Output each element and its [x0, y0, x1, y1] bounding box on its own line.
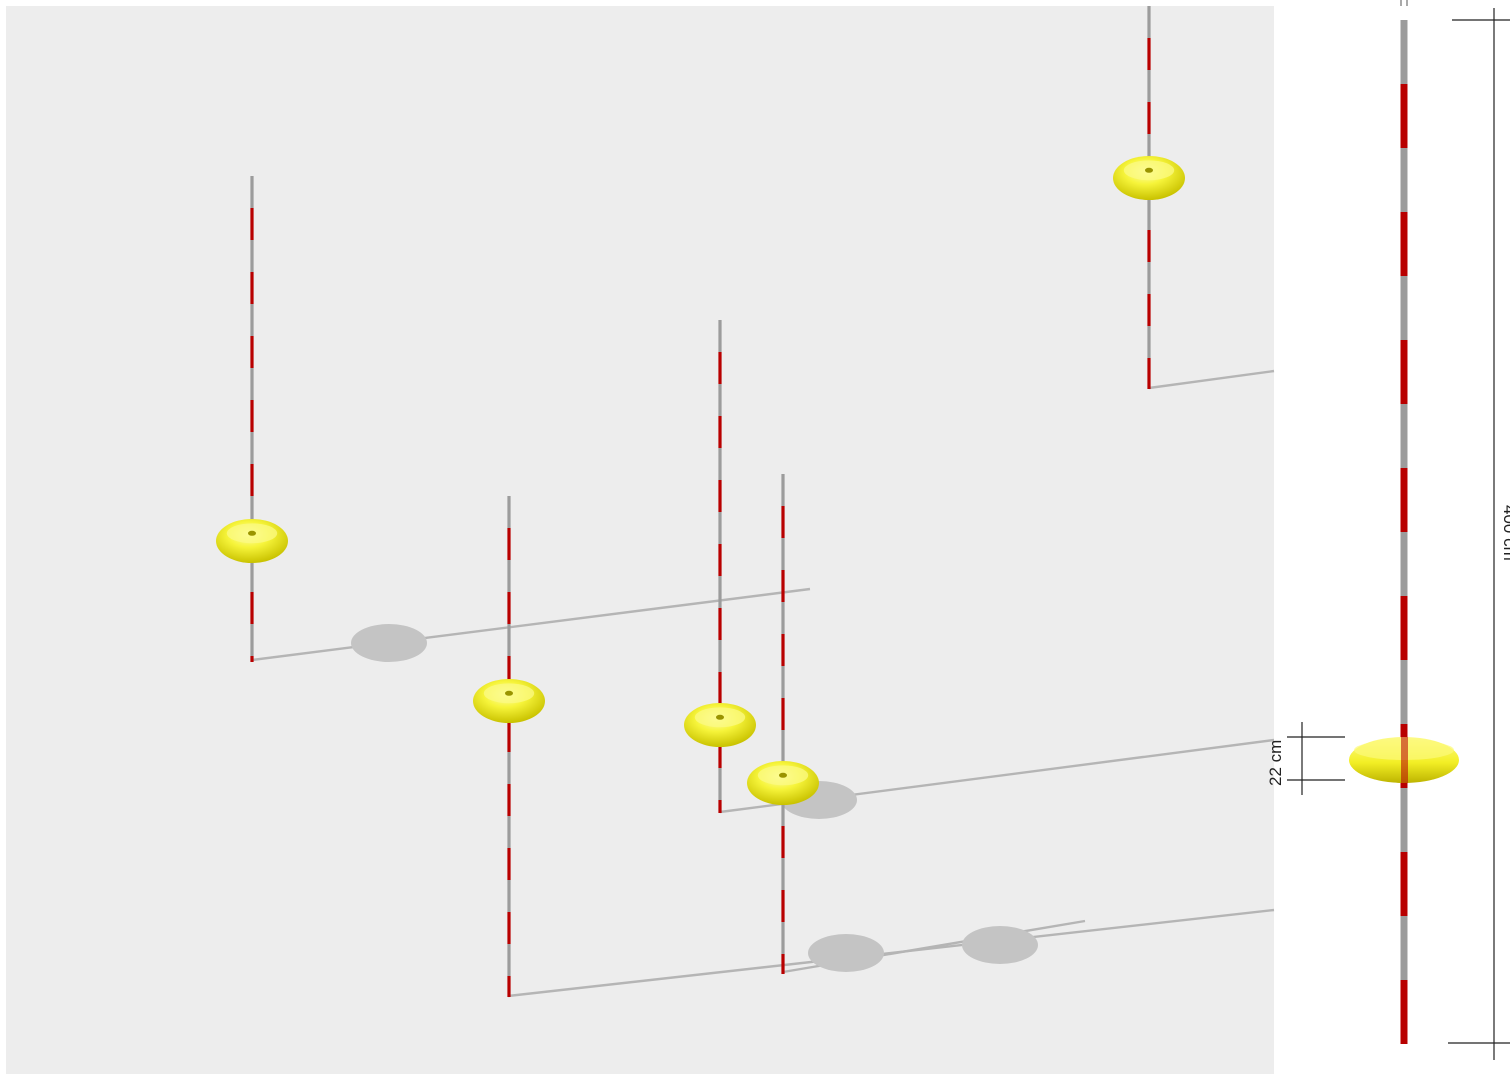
pole-height-label: 400 cm	[1500, 505, 1510, 561]
striped-pole	[250, 176, 254, 662]
yellow-ring-marker-icon	[1113, 156, 1185, 200]
ground-shadow-icon	[808, 934, 884, 972]
ground-shadows	[351, 624, 1038, 972]
yellow-markers	[216, 156, 1185, 805]
ground-shadow-icon	[962, 926, 1038, 964]
yellow-ring-marker-icon	[684, 703, 756, 747]
striped-pole	[781, 474, 785, 974]
yellow-ring-marker-icon	[473, 679, 545, 723]
poles	[250, 6, 1151, 997]
detail-pole	[1400, 20, 1408, 1044]
yellow-ring-marker-icon	[216, 519, 288, 563]
striped-pole	[1400, 20, 1408, 1044]
detail-panel	[1287, 0, 1510, 1060]
top-break-mark	[1400, 0, 1408, 6]
yellow-ring-marker-icon	[747, 761, 819, 805]
ground-shadow-icon	[351, 624, 427, 662]
marker-height-label: 22 cm	[1266, 740, 1285, 786]
detail-marker	[1349, 737, 1459, 783]
pole-height-dimension	[1448, 8, 1510, 1060]
marker-height-dimension	[1287, 722, 1345, 795]
scene-background	[6, 6, 1274, 1074]
striped-pole	[507, 496, 511, 997]
